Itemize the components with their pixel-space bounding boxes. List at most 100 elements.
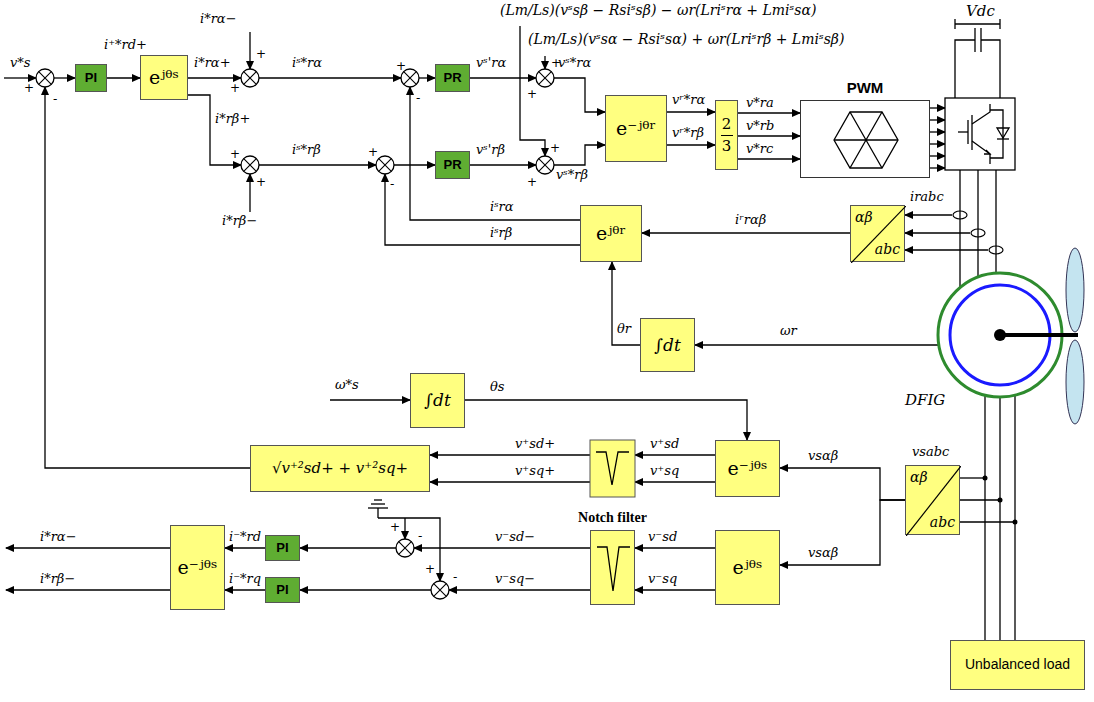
signal-label: vˢ'rα	[476, 56, 506, 70]
block-box: PWM	[800, 100, 930, 178]
signal-label: iˢ*rβ	[292, 143, 321, 157]
block-box: PI	[265, 535, 300, 561]
summing-junction	[431, 581, 449, 599]
signal-label: vsαβ	[808, 449, 838, 463]
signal-label: i⁻*rd	[229, 530, 261, 544]
sign-label: +	[396, 60, 406, 73]
signal-label: iˢrβ	[490, 226, 512, 240]
notch-filter-box	[590, 440, 635, 497]
block-box: 23	[715, 100, 738, 170]
block-heading: Notch filter	[578, 510, 647, 525]
block-label: 2	[722, 116, 732, 133]
block-label: abc	[875, 242, 900, 257]
sign-label: +	[230, 82, 240, 95]
sign-label: +	[550, 142, 560, 155]
signal-label: DFIG	[905, 392, 945, 409]
signal-label: i*rβ−	[222, 214, 257, 228]
fraction-bar	[721, 135, 733, 136]
block-box: PR	[435, 64, 470, 92]
summing-junction	[396, 539, 414, 557]
signal-label: v⁺sd+	[515, 437, 555, 451]
block-box: αβabc	[905, 465, 960, 535]
block-label: PR	[443, 158, 461, 172]
sign-label: -	[453, 571, 457, 584]
signal-wires	[4, 26, 988, 590]
signal-label: ω*s	[335, 378, 359, 392]
signal-label: v⁻sd	[648, 530, 677, 544]
current-sensors	[953, 211, 1003, 254]
summing-junctions	[36, 69, 554, 599]
signal-label: vʳ*rβ	[672, 126, 704, 140]
block-box: Unbalanced load	[950, 640, 1085, 690]
signal-label: v*s	[10, 56, 31, 70]
block-label: eʲᶿʳ	[596, 223, 626, 244]
signal-label: v⁻sq	[648, 572, 677, 586]
signal-connector	[225, 589, 265, 590]
sign-label: +	[368, 146, 378, 159]
signal-connector	[642, 232, 850, 233]
block-label: e⁻ʲᶿˢ	[727, 458, 767, 479]
block-label: e⁻ʲᶿʳ	[616, 118, 656, 139]
signal-label: i*rβ+	[215, 112, 250, 126]
junction-cross	[434, 584, 447, 597]
junction-cross	[244, 72, 257, 85]
signal-label: i*rα−	[200, 12, 237, 26]
block-label: √v⁺²sd+ + v⁺²sq+	[272, 460, 408, 477]
summing-junction	[241, 156, 259, 174]
sign-label: -	[418, 530, 422, 543]
block-label: eʲᶿˢ	[733, 557, 763, 578]
sign-label: +	[24, 82, 34, 95]
block-box: e⁻ʲᶿʳ	[605, 95, 667, 162]
sign-label: +	[256, 176, 266, 189]
sign-label: -	[390, 178, 394, 191]
junction-cross	[379, 159, 392, 172]
sign-label: +	[256, 48, 266, 61]
block-heading: PWM	[847, 80, 884, 97]
signal-label: v*ra	[746, 96, 774, 110]
signal-label: i*rβ−	[40, 572, 75, 586]
block-box: e⁻ʲᶿˢ	[715, 440, 780, 497]
signal-connector	[635, 547, 715, 548]
block-box: √v⁺²sd+ + v⁺²sq+	[250, 445, 430, 492]
sign-label: -	[416, 92, 420, 105]
signal-label: θs	[490, 380, 505, 394]
junction-cross	[399, 542, 412, 555]
signal-label: v*rc	[746, 142, 773, 156]
signal-label: iˢrα	[490, 200, 514, 214]
block-label: PR	[443, 71, 461, 85]
signal-connector	[612, 262, 640, 345]
signal-connector	[667, 144, 715, 145]
block-label: PI	[276, 583, 288, 597]
signal-label: i⁻*rq	[229, 572, 261, 586]
block-label: PI	[276, 541, 288, 555]
block-label: 3	[722, 138, 732, 155]
signal-label: v⁺sq	[650, 464, 679, 478]
block-label: Unbalanced load	[965, 657, 1070, 672]
signal-label: i⁺*rd+	[104, 38, 147, 52]
signal-connector	[667, 111, 715, 112]
signal-label: irabc	[910, 190, 944, 204]
signal-label: v⁺sq+	[515, 464, 555, 478]
block-label: αβ	[855, 210, 873, 225]
pwm-hexagon	[801, 101, 931, 179]
signal-label: vˢ*rα	[558, 56, 591, 70]
signal-connector	[738, 112, 800, 113]
signal-connector	[107, 77, 140, 78]
dfig-machine	[938, 248, 1084, 424]
block-box: Notch filter	[590, 530, 635, 605]
sign-label: -	[53, 93, 57, 106]
signal-connector	[738, 135, 800, 136]
signal-label: θr	[617, 322, 631, 336]
summing-junction	[376, 156, 394, 174]
block-box: PI	[75, 64, 107, 92]
junction-cross	[539, 159, 552, 172]
block-box: eʲᶿˢ	[715, 530, 780, 605]
signal-label: i*rα−	[40, 530, 77, 544]
block-box: αβ abc	[850, 205, 905, 262]
notch-symbol	[591, 531, 636, 606]
signal-connector	[738, 158, 800, 159]
inverter-symbol	[945, 98, 1015, 170]
sign-label: +	[390, 521, 400, 534]
